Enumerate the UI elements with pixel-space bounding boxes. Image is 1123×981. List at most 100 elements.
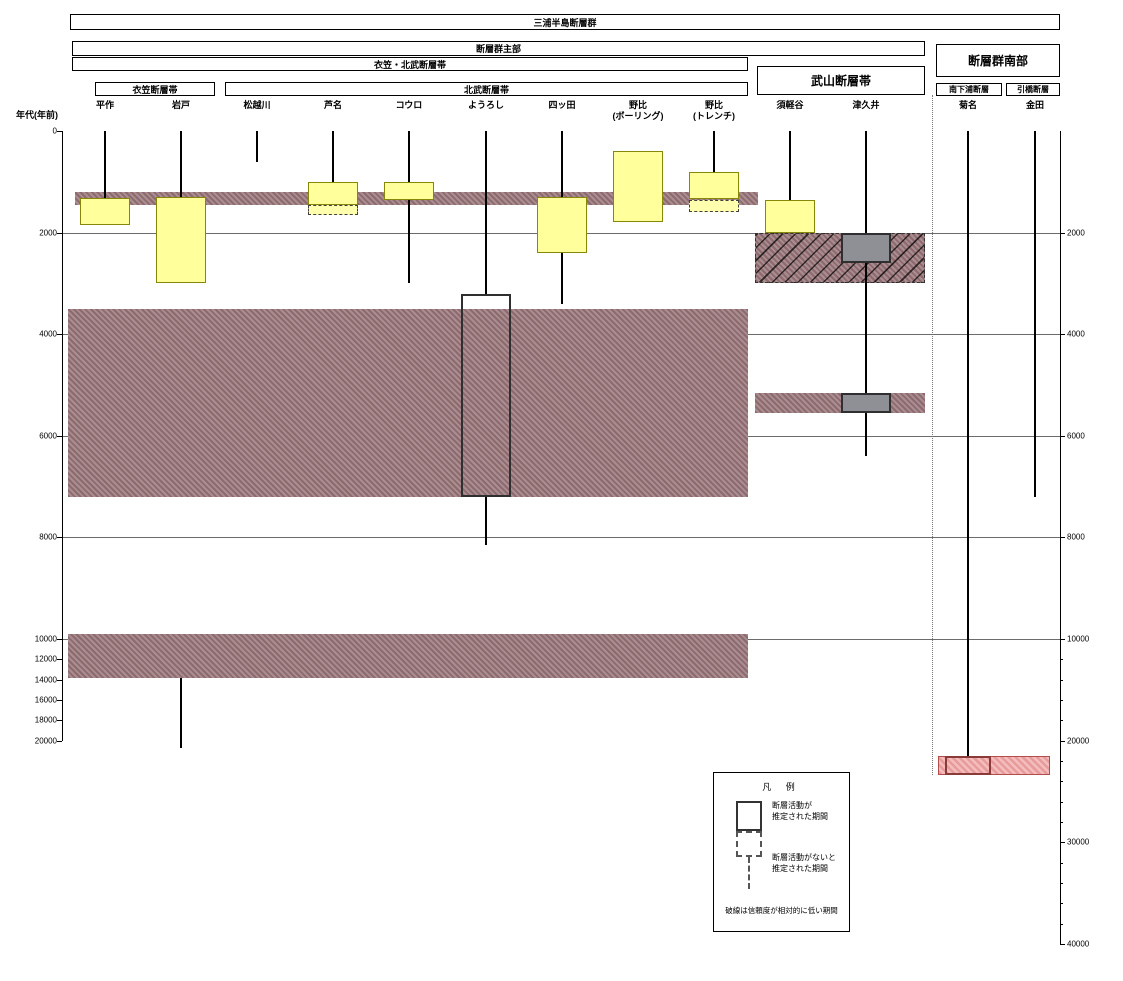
- site-line: [865, 131, 867, 233]
- left-tick-label: 16000: [34, 695, 57, 705]
- left-axis-tick: [57, 740, 62, 742]
- right-tick-label: 10000: [1067, 634, 1090, 644]
- legend-dashed-box-sample: [736, 831, 762, 857]
- right-axis-tick: [1060, 232, 1065, 234]
- site-label: ようろし: [467, 100, 504, 110]
- site-label: 津久井: [852, 100, 880, 110]
- left-axis-tick: [57, 679, 62, 681]
- legend: 凡 例 断層活動が 推定された期間 断層活動がないと 推定された期間 破線は信頼…: [713, 772, 850, 932]
- right-tick-label: 2000: [1067, 228, 1085, 238]
- right-axis-tick: [1060, 842, 1065, 844]
- right-tick-label: 30000: [1067, 837, 1090, 847]
- site-line: [104, 131, 106, 199]
- site-label: 岩戸: [171, 100, 190, 110]
- right-tick-label: 40000: [1067, 939, 1090, 949]
- left-axis-line: [62, 131, 63, 741]
- activity-box: [689, 199, 739, 213]
- left-tick-label: 4000: [39, 329, 57, 339]
- right-axis-tick: [1060, 435, 1065, 437]
- left-tick-label: 18000: [34, 715, 57, 725]
- header-south-group: 断層群南部: [936, 44, 1060, 77]
- right-tick-label: 4000: [1067, 329, 1085, 339]
- left-tick-label: 12000: [34, 654, 57, 664]
- site-line: [408, 131, 410, 182]
- left-axis-tick: [57, 700, 62, 701]
- left-tick-label: 14000: [34, 675, 57, 685]
- left-axis-tick: [57, 639, 62, 640]
- legend-dashed-label: 断層活動がないと 推定された期間: [772, 853, 836, 873]
- header-kinugasa-zone: 衣笠断層帯: [95, 82, 215, 96]
- activity-box: [80, 198, 130, 225]
- site-line: [561, 131, 563, 197]
- activity-box: [156, 197, 206, 284]
- left-axis-tick: [57, 537, 62, 539]
- left-axis-tick: [57, 131, 62, 132]
- activity-box: [841, 232, 891, 264]
- site-line: [485, 131, 487, 294]
- left-axis-tick: [57, 659, 62, 661]
- event-band: [938, 755, 1050, 776]
- activity-box: [461, 293, 511, 497]
- activity-box: [613, 151, 663, 223]
- left-axis-tick: [57, 720, 62, 722]
- legend-note: 破線は信頼度が相対的に低い期間: [725, 906, 838, 915]
- site-line: [967, 131, 969, 756]
- site-line: [180, 677, 182, 748]
- right-axis-tick: [1060, 740, 1065, 742]
- left-axis-tick: [57, 435, 62, 437]
- legend-solid-box-sample: [736, 801, 762, 831]
- right-axis-minor-tick: [1060, 923, 1063, 925]
- right-axis-minor-tick: [1060, 883, 1063, 884]
- left-tick-label: 10000: [34, 634, 57, 644]
- site-label: 菊名: [958, 100, 977, 110]
- site-line: [865, 263, 867, 393]
- left-tick-label: 20000: [34, 736, 57, 746]
- right-tick-label: 8000: [1067, 532, 1085, 542]
- activity-box: [308, 204, 358, 215]
- site-label: 金田: [1025, 100, 1044, 110]
- site-line: [408, 199, 410, 284]
- left-tick-label: 6000: [39, 431, 57, 441]
- right-axis-minor-tick: [1060, 659, 1063, 661]
- header-hikihashi-fault: 引橋断層: [1006, 83, 1060, 96]
- site-line: [332, 131, 334, 182]
- activity-box: [537, 197, 587, 253]
- site-line: [561, 252, 563, 304]
- event-band: [755, 232, 925, 284]
- site-line: [485, 496, 487, 546]
- header-main-group: 断層群主部: [72, 41, 925, 56]
- site-line: [789, 131, 791, 200]
- header-kinugasa-kitatake-zone: 衣笠・北武断層帯: [72, 57, 748, 71]
- right-axis-minor-tick: [1060, 761, 1063, 762]
- left-axis-tick: [57, 334, 62, 336]
- right-axis-tick: [1060, 334, 1065, 336]
- site-line: [865, 412, 867, 457]
- legend-title: 凡 例: [762, 782, 801, 792]
- site-label: 四ッ田: [548, 100, 576, 110]
- right-axis-tick: [1060, 537, 1065, 539]
- right-axis-minor-tick: [1060, 862, 1063, 864]
- figure-title: 三浦半島断層群: [70, 14, 1060, 30]
- right-tick-label: 6000: [1067, 431, 1085, 441]
- right-axis-minor-tick: [1060, 781, 1063, 783]
- right-tick-label: 20000: [1067, 736, 1090, 746]
- right-axis-minor-tick: [1060, 720, 1063, 722]
- section-separator: [932, 95, 933, 775]
- site-label: 野比 (トレンチ): [693, 100, 735, 121]
- right-axis-minor-tick: [1060, 822, 1063, 823]
- right-axis-tick: [1060, 944, 1065, 945]
- event-band: [68, 633, 748, 678]
- site-label: 松越川: [243, 100, 271, 110]
- site-label: 芦名: [323, 100, 342, 110]
- left-axis-tick: [57, 232, 62, 234]
- legend-solid-label: 断層活動が 推定された期間: [772, 801, 828, 821]
- activity-box: [689, 171, 739, 200]
- site-line: [256, 131, 258, 162]
- site-line: [1034, 131, 1036, 497]
- right-axis-minor-tick: [1060, 679, 1063, 681]
- right-axis-tick: [1060, 639, 1065, 640]
- activity-box: [384, 181, 434, 200]
- activity-box: [841, 392, 891, 413]
- header-takeyama-zone: 武山断層帯: [757, 66, 925, 95]
